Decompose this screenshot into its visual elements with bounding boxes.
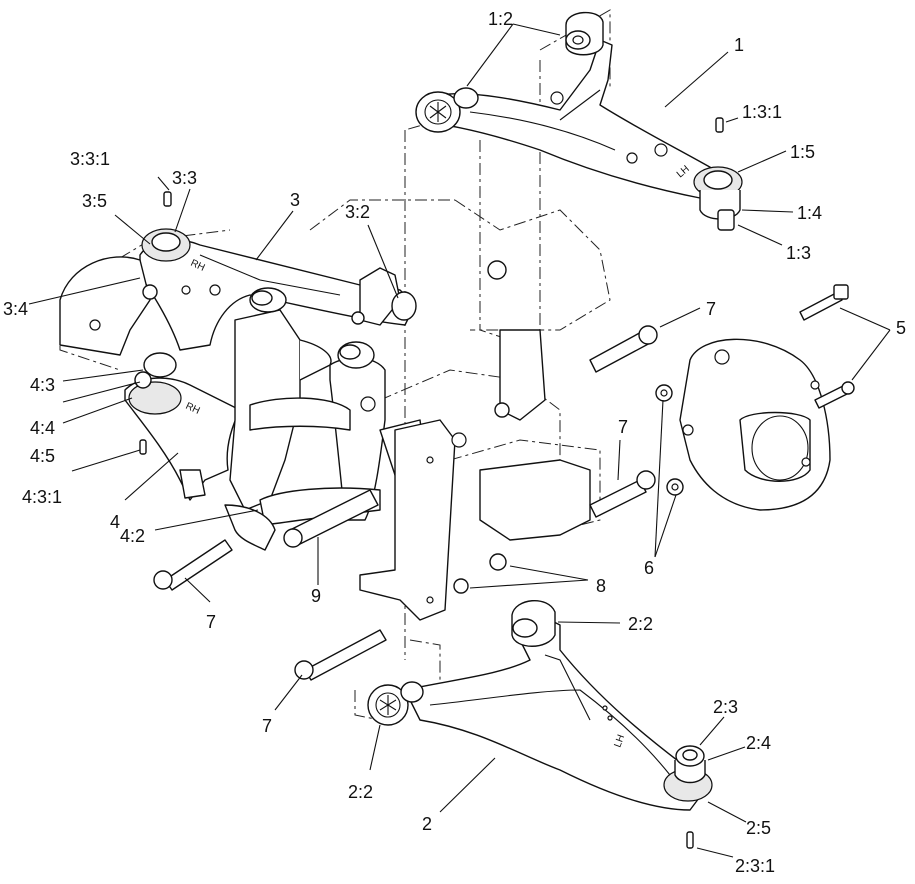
callout-1: 1 (734, 35, 744, 55)
mounting-bracket-column (359, 260, 591, 621)
callout-1-2: 1:2 (488, 9, 513, 29)
callout-3-5: 3:5 (82, 191, 107, 211)
callout-2-3: 2:3 (713, 697, 738, 717)
callout-2: 2 (422, 814, 432, 834)
callout-2-4: 2:4 (746, 733, 771, 753)
callout-4: 4 (110, 512, 120, 532)
callout-9: 9 (311, 586, 321, 606)
knuckle-housing (679, 338, 831, 511)
callout-labels: 1:2 1 1:3:1 1:5 1:4 1:3 3:3:1 3:3 3:5 3 … (3, 9, 906, 876)
callout-1-5: 1:5 (790, 142, 815, 162)
callout-6: 6 (644, 558, 654, 578)
callout-7-upper: 7 (706, 299, 716, 319)
callout-5: 5 (896, 318, 906, 338)
callout-4-5: 4:5 (30, 446, 55, 466)
callout-3-4: 3:4 (3, 299, 28, 319)
bolts-5 (799, 284, 855, 409)
callout-4-2: 4:2 (120, 526, 145, 546)
callout-1-3-1: 1:3:1 (742, 102, 782, 122)
callout-2-2-rear: 2:2 (628, 614, 653, 634)
nuts-6 (655, 384, 684, 496)
callout-4-3: 4:3 (30, 375, 55, 395)
lower-control-arm-lh: LH (367, 599, 713, 849)
callout-3-3: 3:3 (172, 168, 197, 188)
through-bolt-9 (283, 489, 379, 548)
callout-1-3: 1:3 (786, 243, 811, 263)
lh-stamp-lower: LH (612, 733, 627, 749)
callout-3: 3 (290, 190, 300, 210)
callout-2-5: 2:5 (746, 818, 771, 838)
callout-8: 8 (596, 576, 606, 596)
callout-3-2: 3:2 (345, 202, 370, 222)
callout-7-middle: 7 (618, 417, 628, 437)
callout-1-4: 1:4 (797, 203, 822, 223)
callout-3-3-1: 3:3:1 (70, 149, 110, 169)
bolts-7 (153, 325, 658, 681)
callout-7-left: 7 (206, 612, 216, 632)
subframe-bracket-left (59, 256, 151, 356)
callout-4-3-1: 4:3:1 (22, 487, 62, 507)
upper-control-arm-lh: LH (415, 11, 743, 231)
callout-2-2-front: 2:2 (348, 782, 373, 802)
callout-7-lower: 7 (262, 716, 272, 736)
lower-control-arm-rh: RH (124, 284, 241, 501)
callout-2-3-1: 2:3:1 (735, 856, 775, 876)
callout-4-4: 4:4 (30, 418, 55, 438)
leader-lines (28, 23, 891, 858)
